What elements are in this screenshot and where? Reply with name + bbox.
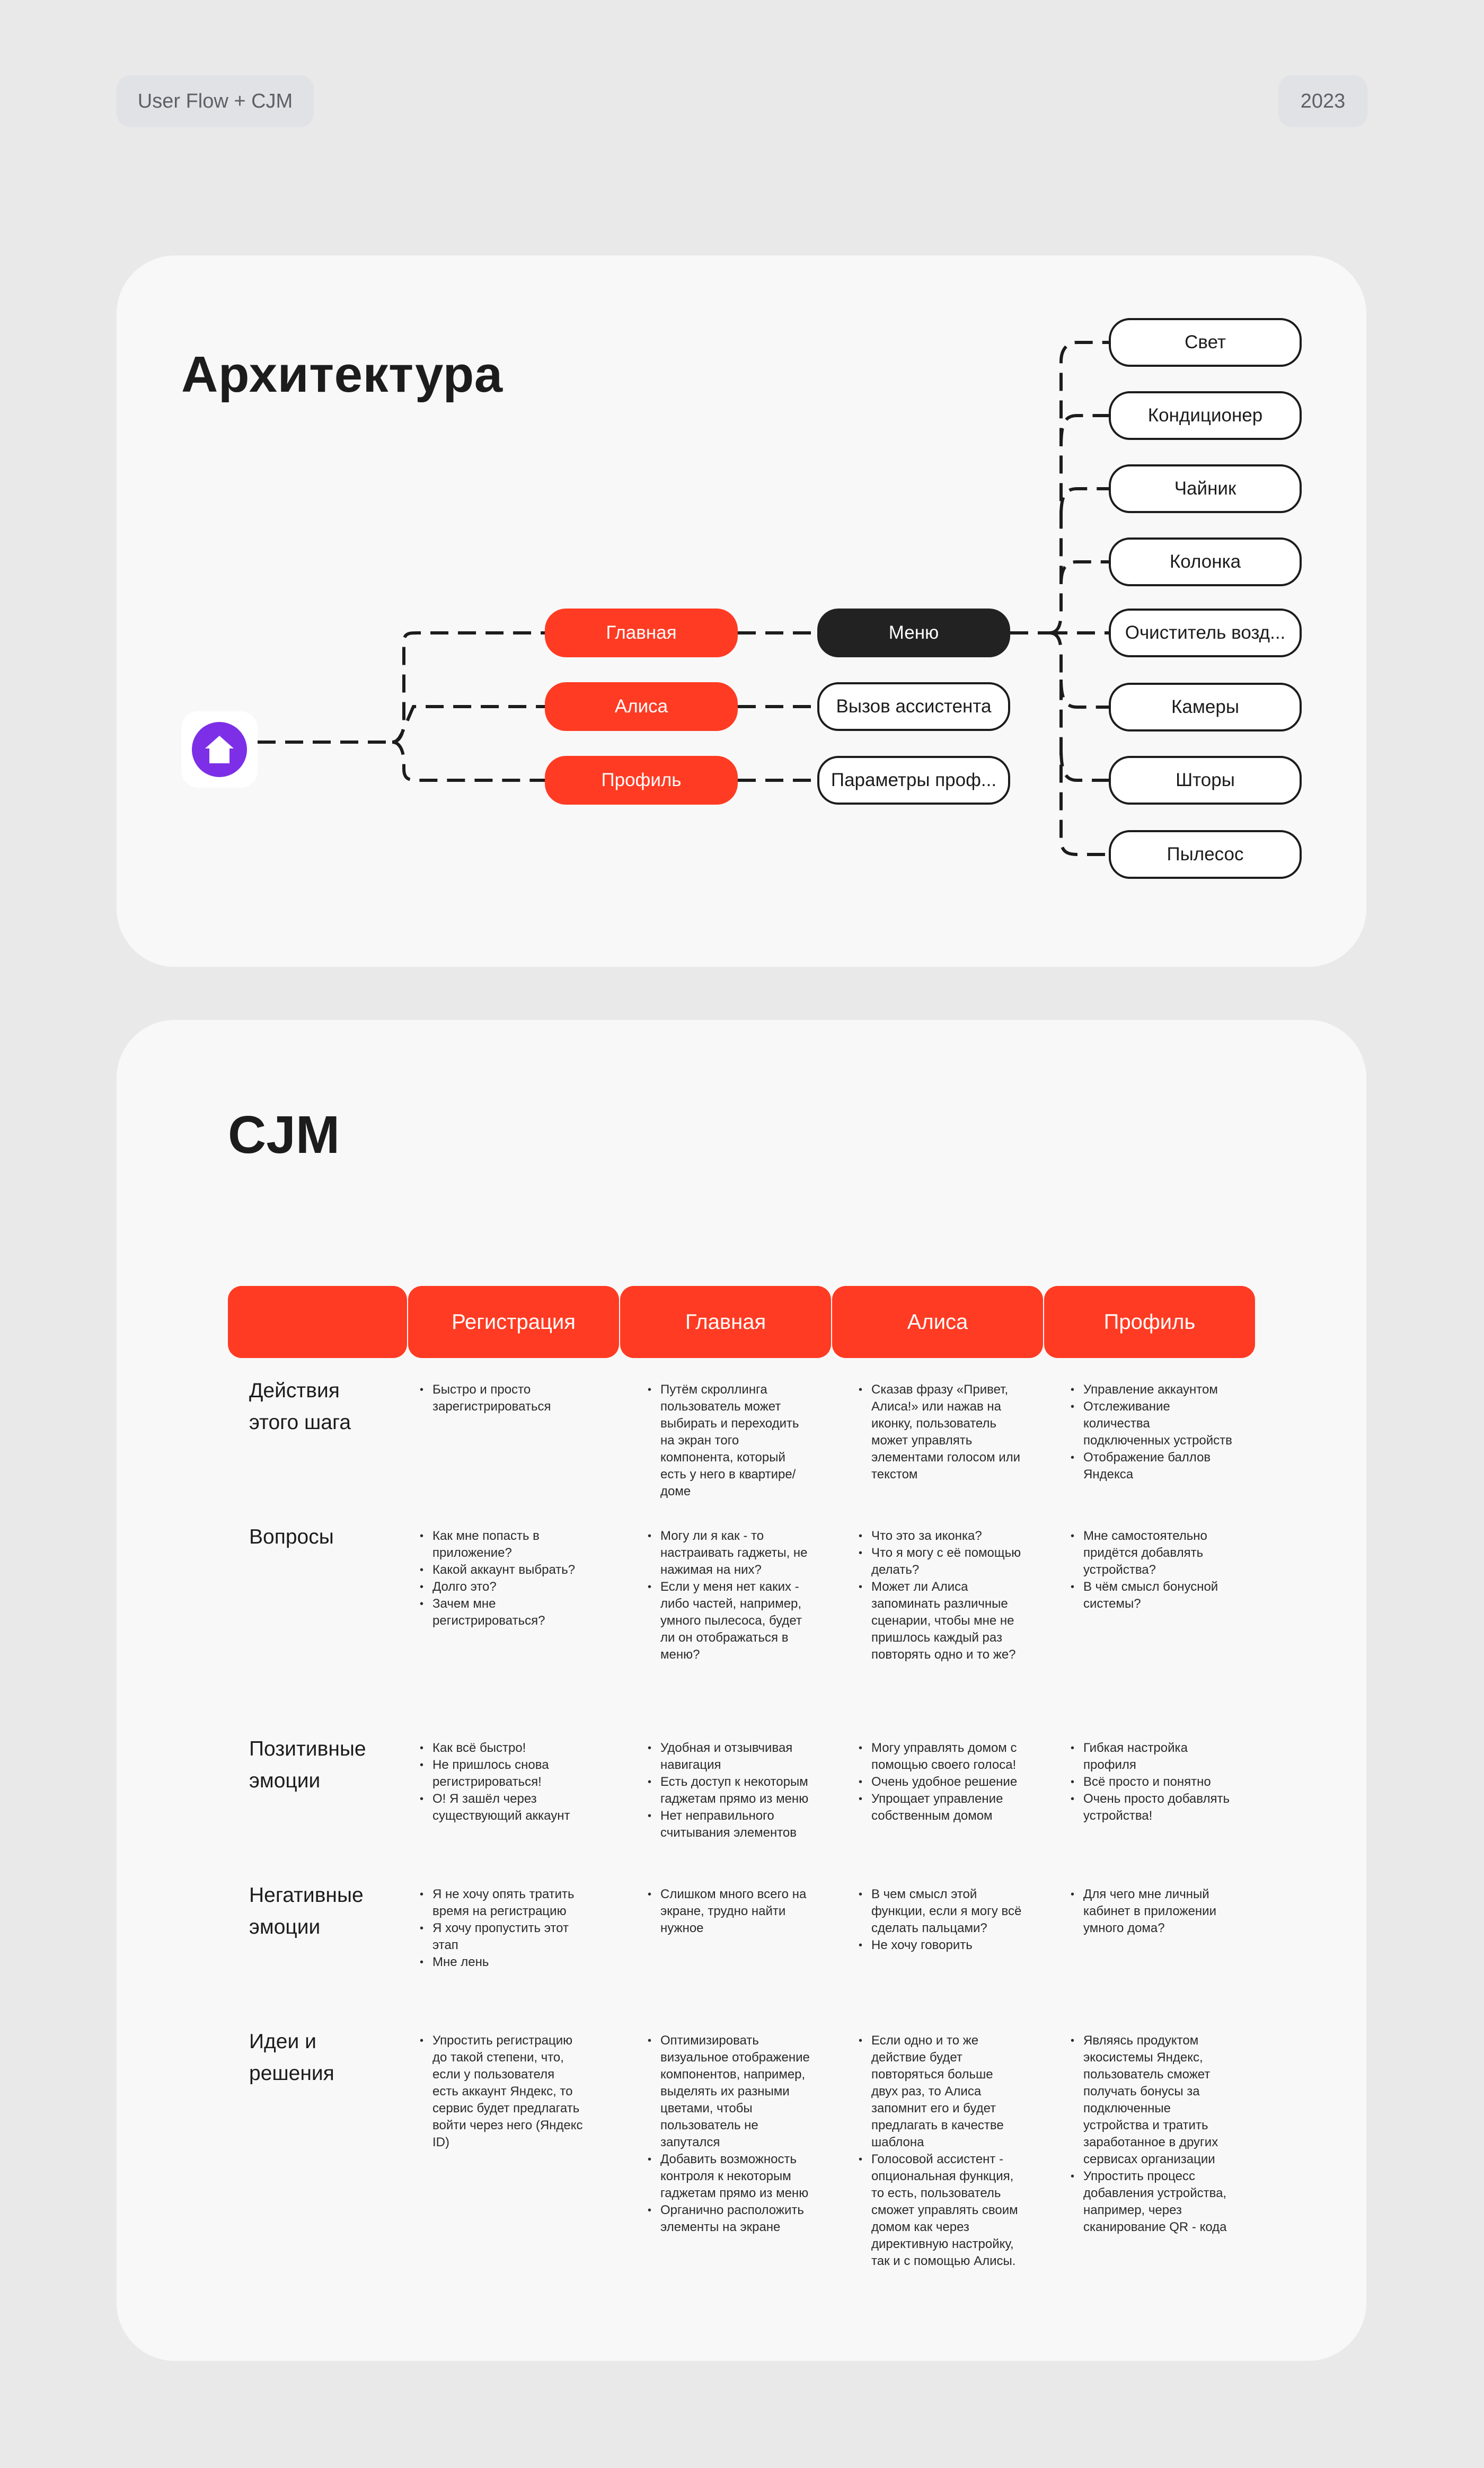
cjm-bullet-item: Что это за иконка? bbox=[858, 1528, 1022, 1545]
menu-item-speaker[interactable]: Колонка bbox=[1109, 537, 1302, 586]
cjm-bullet-item: Если одно и то же действие будет повторя… bbox=[858, 2032, 1022, 2151]
cjm-cell: Для чего мне личный кабинет в приложении… bbox=[1070, 1886, 1234, 1937]
cjm-bullet-item: Отслеживание количества подключенных уст… bbox=[1070, 1398, 1234, 1449]
cjm-bullet-item: Голосовой ассистент - опциональная функц… bbox=[858, 2151, 1022, 2270]
cjm-bullet-item: В чем смысл этой функции, если я могу вс… bbox=[858, 1886, 1022, 1937]
cjm-bullet-item: Гибкая настройка профиля bbox=[1070, 1740, 1234, 1774]
cjm-header-empty bbox=[228, 1286, 407, 1358]
menu-item-curtains[interactable]: Шторы bbox=[1109, 756, 1302, 805]
menu-item-kettle[interactable]: Чайник bbox=[1109, 464, 1302, 513]
cjm-title: CJM bbox=[228, 1105, 340, 1165]
cjm-bullet-item: Упростить процесс добавления устройства,… bbox=[1070, 2168, 1234, 2236]
cjm-bullet-item: Очень удобное решение bbox=[858, 1774, 1022, 1791]
node-profile-settings[interactable]: Параметры проф... bbox=[817, 756, 1010, 805]
cjm-header-registration: Регистрация bbox=[408, 1286, 619, 1358]
node-alice[interactable]: Алиса bbox=[545, 682, 738, 731]
cjm-bullet-item: Оптимизировать визуальное отображение ко… bbox=[647, 2032, 811, 2151]
cjm-bullet-item: Сказав фразу «Привет, Алиса!» или нажав … bbox=[858, 1381, 1022, 1483]
cjm-cell: Я не хочу опять тратить время на регистр… bbox=[419, 1886, 583, 1971]
cjm-bullet-item: Я хочу пропустить этот этап bbox=[419, 1920, 583, 1954]
project-tag: User Flow + CJM bbox=[117, 75, 314, 127]
node-menu[interactable]: Меню bbox=[817, 609, 1010, 657]
architecture-title: Архитектура bbox=[181, 346, 503, 403]
architecture-connectors bbox=[258, 341, 1109, 856]
cjm-cell: Путём скроллинга пользователь может выби… bbox=[647, 1381, 811, 1500]
cjm-bullet-item: Я не хочу опять тратить время на регистр… bbox=[419, 1886, 583, 1920]
cjm-cell: В чем смысл этой функции, если я могу вс… bbox=[858, 1886, 1022, 1954]
cjm-bullet-item: О! Я зашёл через существующий аккаунт bbox=[419, 1791, 583, 1824]
cjm-header-profile: Профиль bbox=[1044, 1286, 1255, 1358]
cjm-bullet-item: Для чего мне личный кабинет в приложении… bbox=[1070, 1886, 1234, 1937]
cjm-bullet-item: Какой аккаунт выбрать? bbox=[419, 1562, 583, 1579]
cjm-bullet-item: Могу ли я как - то настраивать гаджеты, … bbox=[647, 1528, 811, 1579]
cjm-cell: Что это за иконка?Что я могу с её помощь… bbox=[858, 1528, 1022, 1663]
cjm-bullet-item: Путём скроллинга пользователь может выби… bbox=[647, 1381, 811, 1500]
cjm-card: CJM Регистрация Главная Алиса Профиль Де… bbox=[117, 1020, 1366, 2361]
cjm-bullet-item: Долго это? bbox=[419, 1579, 583, 1596]
menu-item-cameras[interactable]: Камеры bbox=[1109, 683, 1302, 731]
cjm-cell: Сказав фразу «Привет, Алиса!» или нажав … bbox=[858, 1381, 1022, 1483]
cjm-bullet-item: Отображение баллов Яндекса bbox=[1070, 1449, 1234, 1483]
cjm-bullet-item: Очень просто добавлять устройства! bbox=[1070, 1791, 1234, 1824]
cjm-bullet-item: Нет неправильного считывания элементов bbox=[647, 1808, 811, 1841]
cjm-cell: Быстро и просто зарегистрироваться bbox=[419, 1381, 583, 1415]
cjm-bullet-item: Не хочу говорить bbox=[858, 1937, 1022, 1954]
cjm-header-alice: Алиса bbox=[832, 1286, 1043, 1358]
cjm-bullet-item: Всё просто и понятно bbox=[1070, 1774, 1234, 1791]
cjm-header-main: Главная bbox=[620, 1286, 831, 1358]
node-main[interactable]: Главная bbox=[545, 609, 738, 657]
cjm-bullet-item: Есть доступ к некоторым гаджетам прямо и… bbox=[647, 1774, 811, 1808]
menu-item-air-purifier[interactable]: Очиститель возд... bbox=[1109, 609, 1302, 657]
cjm-bullet-item: Добавить возможность контроля к некоторы… bbox=[647, 2151, 811, 2202]
menu-item-light[interactable]: Свет bbox=[1109, 318, 1302, 367]
cjm-bullet-item: Могу управлять домом с помощью своего го… bbox=[858, 1740, 1022, 1774]
cjm-bullet-item: Удобная и отзывчивая навигация bbox=[647, 1740, 811, 1774]
cjm-bullet-item: Органично расположить элементы на экране bbox=[647, 2202, 811, 2236]
menu-item-conditioner[interactable]: Кондиционер bbox=[1109, 391, 1302, 440]
cjm-bullet-item: Быстро и просто зарегистрироваться bbox=[419, 1381, 583, 1415]
cjm-row-label: Вопросы bbox=[249, 1526, 334, 1548]
cjm-cell: Могу управлять домом с помощью своего го… bbox=[858, 1740, 1022, 1824]
cjm-cell: Мне самостоятельно придётся добавлять ус… bbox=[1070, 1528, 1234, 1612]
cjm-bullet-item: Являясь продуктом экосистемы Яндекс, пол… bbox=[1070, 2032, 1234, 2168]
cjm-bullet-item: Упростить регистрацию до такой степени, … bbox=[419, 2032, 583, 2151]
cjm-cell: Являясь продуктом экосистемы Яндекс, пол… bbox=[1070, 2032, 1234, 2236]
cjm-cell: Гибкая настройка профиляВсё просто и пон… bbox=[1070, 1740, 1234, 1824]
cjm-bullet-item: Что я могу с её помощью делать? bbox=[858, 1545, 1022, 1579]
architecture-card: Архитектура bbox=[117, 255, 1366, 967]
cjm-cell: Как мне попасть в приложение?Какой аккау… bbox=[419, 1528, 583, 1629]
cjm-cell: Могу ли я как - то настраивать гаджеты, … bbox=[647, 1528, 811, 1663]
cjm-cell: Оптимизировать визуальное отображение ко… bbox=[647, 2032, 811, 2236]
cjm-bullet-item: Мне самостоятельно придётся добавлять ус… bbox=[1070, 1528, 1234, 1579]
home-app-badge[interactable] bbox=[181, 711, 258, 788]
cjm-bullet-item: Как всё быстро! bbox=[419, 1740, 583, 1757]
cjm-bullet-item: Управление аккаунтом bbox=[1070, 1381, 1234, 1398]
home-icon bbox=[192, 722, 247, 777]
node-assistant-call[interactable]: Вызов ассистента bbox=[817, 682, 1010, 731]
cjm-bullet-item: Упрощает управление собственным домом bbox=[858, 1791, 1022, 1824]
cjm-cell: Если одно и то же действие будет повторя… bbox=[858, 2032, 1022, 2270]
cjm-bullet-item: Как мне попасть в приложение? bbox=[419, 1528, 583, 1562]
house-glyph bbox=[205, 736, 234, 763]
cjm-bullet-item: Не пришлось снова регистрироваться! bbox=[419, 1757, 583, 1791]
cjm-cell: Управление аккаунтомОтслеживание количес… bbox=[1070, 1381, 1234, 1483]
cjm-bullet-item: Мне лень bbox=[419, 1954, 583, 1971]
year-tag: 2023 bbox=[1278, 75, 1367, 127]
cjm-cell: Как всё быстро!Не пришлось снова регистр… bbox=[419, 1740, 583, 1824]
cjm-cell: Удобная и отзывчивая навигацияЕсть досту… bbox=[647, 1740, 811, 1841]
cjm-bullet-item: В чём смысл бонусной системы? bbox=[1070, 1579, 1234, 1612]
cjm-cell: Слишком много всего на экране, трудно на… bbox=[647, 1886, 811, 1937]
node-profile[interactable]: Профиль bbox=[545, 756, 738, 805]
cjm-bullet-item: Слишком много всего на экране, трудно на… bbox=[647, 1886, 811, 1937]
cjm-bullet-item: Если у меня нет каких - либо частей, нап… bbox=[647, 1579, 811, 1663]
menu-item-vacuum[interactable]: Пылесос bbox=[1109, 830, 1302, 879]
cjm-cell: Упростить регистрацию до такой степени, … bbox=[419, 2032, 583, 2151]
cjm-bullet-item: Может ли Алиса запоминать различные сцен… bbox=[858, 1579, 1022, 1663]
cjm-bullet-item: Зачем мне регистрироваться? bbox=[419, 1596, 583, 1629]
